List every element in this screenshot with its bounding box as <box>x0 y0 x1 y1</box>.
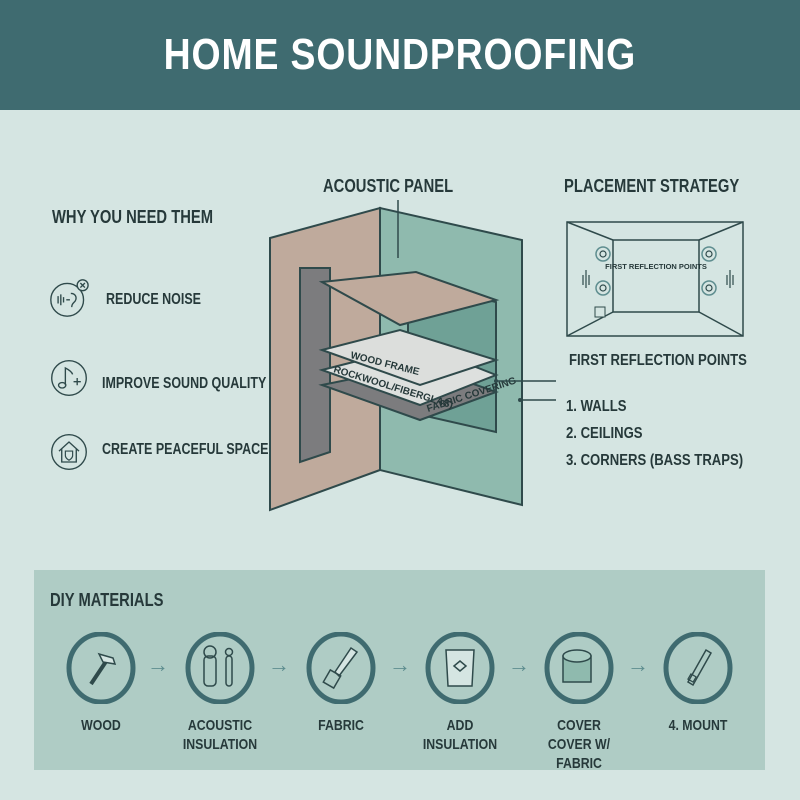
layer-wood-frame <box>318 328 500 387</box>
reflection-subtitle: FIRST REFLECTION POINTS <box>569 352 747 369</box>
ear-noise-cancel-icon <box>50 279 89 317</box>
step-wood: WOOD <box>41 632 161 735</box>
step-label: ACOUSTIC <box>187 717 253 734</box>
step-sublabel: INSULATION <box>422 736 498 753</box>
step-acoustic-insulation: ACOUSTIC INSULATION <box>160 632 280 754</box>
step-label: ADD <box>446 717 474 734</box>
step-add-insulation: ADD INSULATION <box>400 632 520 754</box>
house-shield-icon <box>51 434 87 470</box>
fabric-roll-icon <box>544 632 614 704</box>
mount-bracket-icon <box>663 632 733 704</box>
insulation-bag-icon <box>425 632 495 704</box>
step-label: FABRIC <box>318 717 364 734</box>
saw-icon <box>306 632 376 704</box>
step-cover-fabric: COVER COVER W/ FABRIC <box>519 632 639 773</box>
arrow-icon: → <box>147 652 169 677</box>
insulation-roll-icon <box>185 632 255 704</box>
panel-title: ACOUSTIC PANEL <box>323 176 454 196</box>
placement-item-walls: 1. WALLS <box>566 398 627 415</box>
step-sublabel: COVER W/ FABRIC <box>547 736 611 772</box>
room-reflection-diagram: FIRST REFLECTION POINTS <box>566 221 744 337</box>
materials-title: DIY MATERIALS <box>50 590 164 610</box>
page-title: HOME SOUNDPROOFING <box>163 30 637 79</box>
arrow-icon: → <box>389 652 411 677</box>
placement-item-corners: 3. CORNERS (BASS TRAPS) <box>566 452 744 469</box>
benefit-peaceful-space: CREATE PEACEFUL SPACE <box>102 441 269 458</box>
step-label: COVER <box>557 717 601 734</box>
arrow-icon: → <box>627 652 649 677</box>
placement-title: PLACEMENT STRATEGY <box>564 176 740 196</box>
benefit-reduce-noise: REDUCE NOISE <box>106 291 202 308</box>
step-sublabel: INSULATION <box>182 736 258 753</box>
room-diagram-label: FIRST REFLECTION POINTS <box>605 262 707 271</box>
step-fabric: FABRIC <box>281 632 401 735</box>
header-banner: HOME SOUNDPROOFING <box>0 0 800 110</box>
benefit-improve-sound: IMPROVE SOUND QUALITY <box>102 375 267 392</box>
music-note-plus-icon <box>51 360 87 396</box>
hammer-icon <box>66 632 136 704</box>
arrow-icon: → <box>268 652 290 677</box>
arrow-icon: → <box>508 652 530 677</box>
layer-back <box>318 270 500 327</box>
benefits-title: WHY YOU NEED THEM <box>52 207 214 227</box>
step-label: WOOD <box>81 717 121 734</box>
panel-frame-left <box>299 267 331 464</box>
acoustic-panel-diagram: WOOD FRAME ROCKWOOL/FIBERGLAS) FABRIC CO… <box>269 200 556 512</box>
step-mount: 4. MOUNT <box>638 632 758 735</box>
placement-item-ceilings: 2. CEILINGS <box>566 425 643 442</box>
step-label: 4. MOUNT <box>668 717 728 734</box>
